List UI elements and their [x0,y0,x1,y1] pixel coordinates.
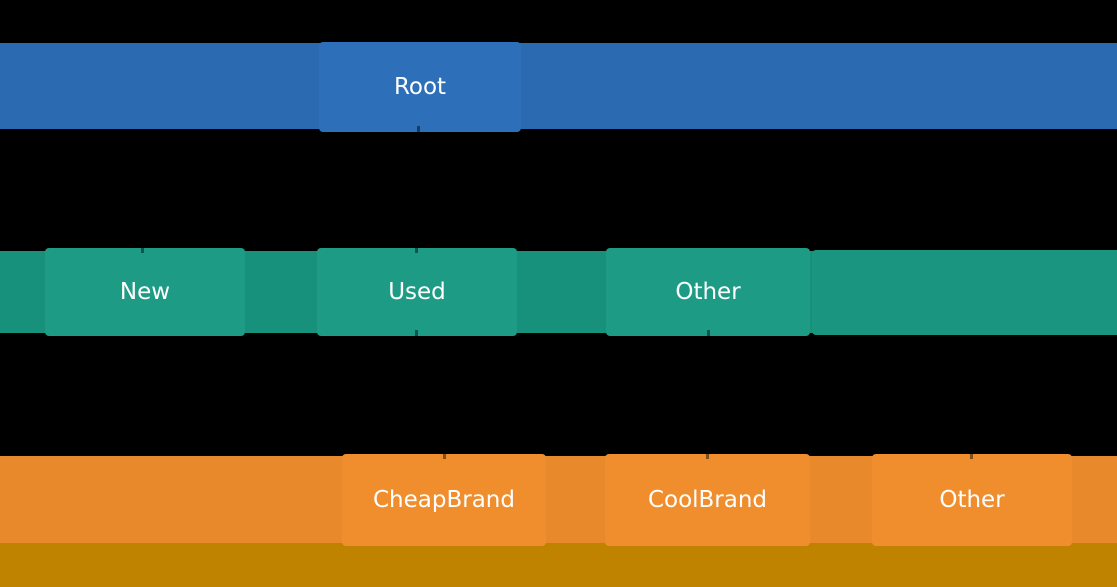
connector-stub [415,246,418,253]
connector-stub [970,452,973,459]
level-band-3-cutoff[interactable] [0,543,1117,587]
node-other-level2[interactable]: Other [872,454,1072,546]
node-new[interactable]: New [45,248,245,336]
node-coolbrand[interactable]: CoolBrand [605,454,810,546]
node-cheapbrand-label: CheapBrand [373,486,515,513]
node-other-level1-label: Other [675,278,741,305]
node-used-label: Used [388,278,446,305]
node-other-level1[interactable]: Other [606,248,810,336]
level-band-root[interactable] [0,43,1117,129]
connector-stub [706,452,709,459]
node-root[interactable]: Root [319,42,521,132]
node-other-level2-label: Other [939,486,1005,513]
node-cheapbrand[interactable]: CheapBrand [342,454,546,546]
node-root-label: Root [393,73,447,100]
node-new-label: New [119,278,171,305]
node-unlabeled-level1[interactable] [812,250,1117,335]
node-coolbrand-label: CoolBrand [647,486,768,513]
connector-stub [443,452,446,459]
connector-stub [417,126,420,133]
connector-stub [707,330,710,337]
connector-stub [415,330,418,337]
node-used[interactable]: Used [317,248,517,336]
connector-stub [141,246,144,253]
